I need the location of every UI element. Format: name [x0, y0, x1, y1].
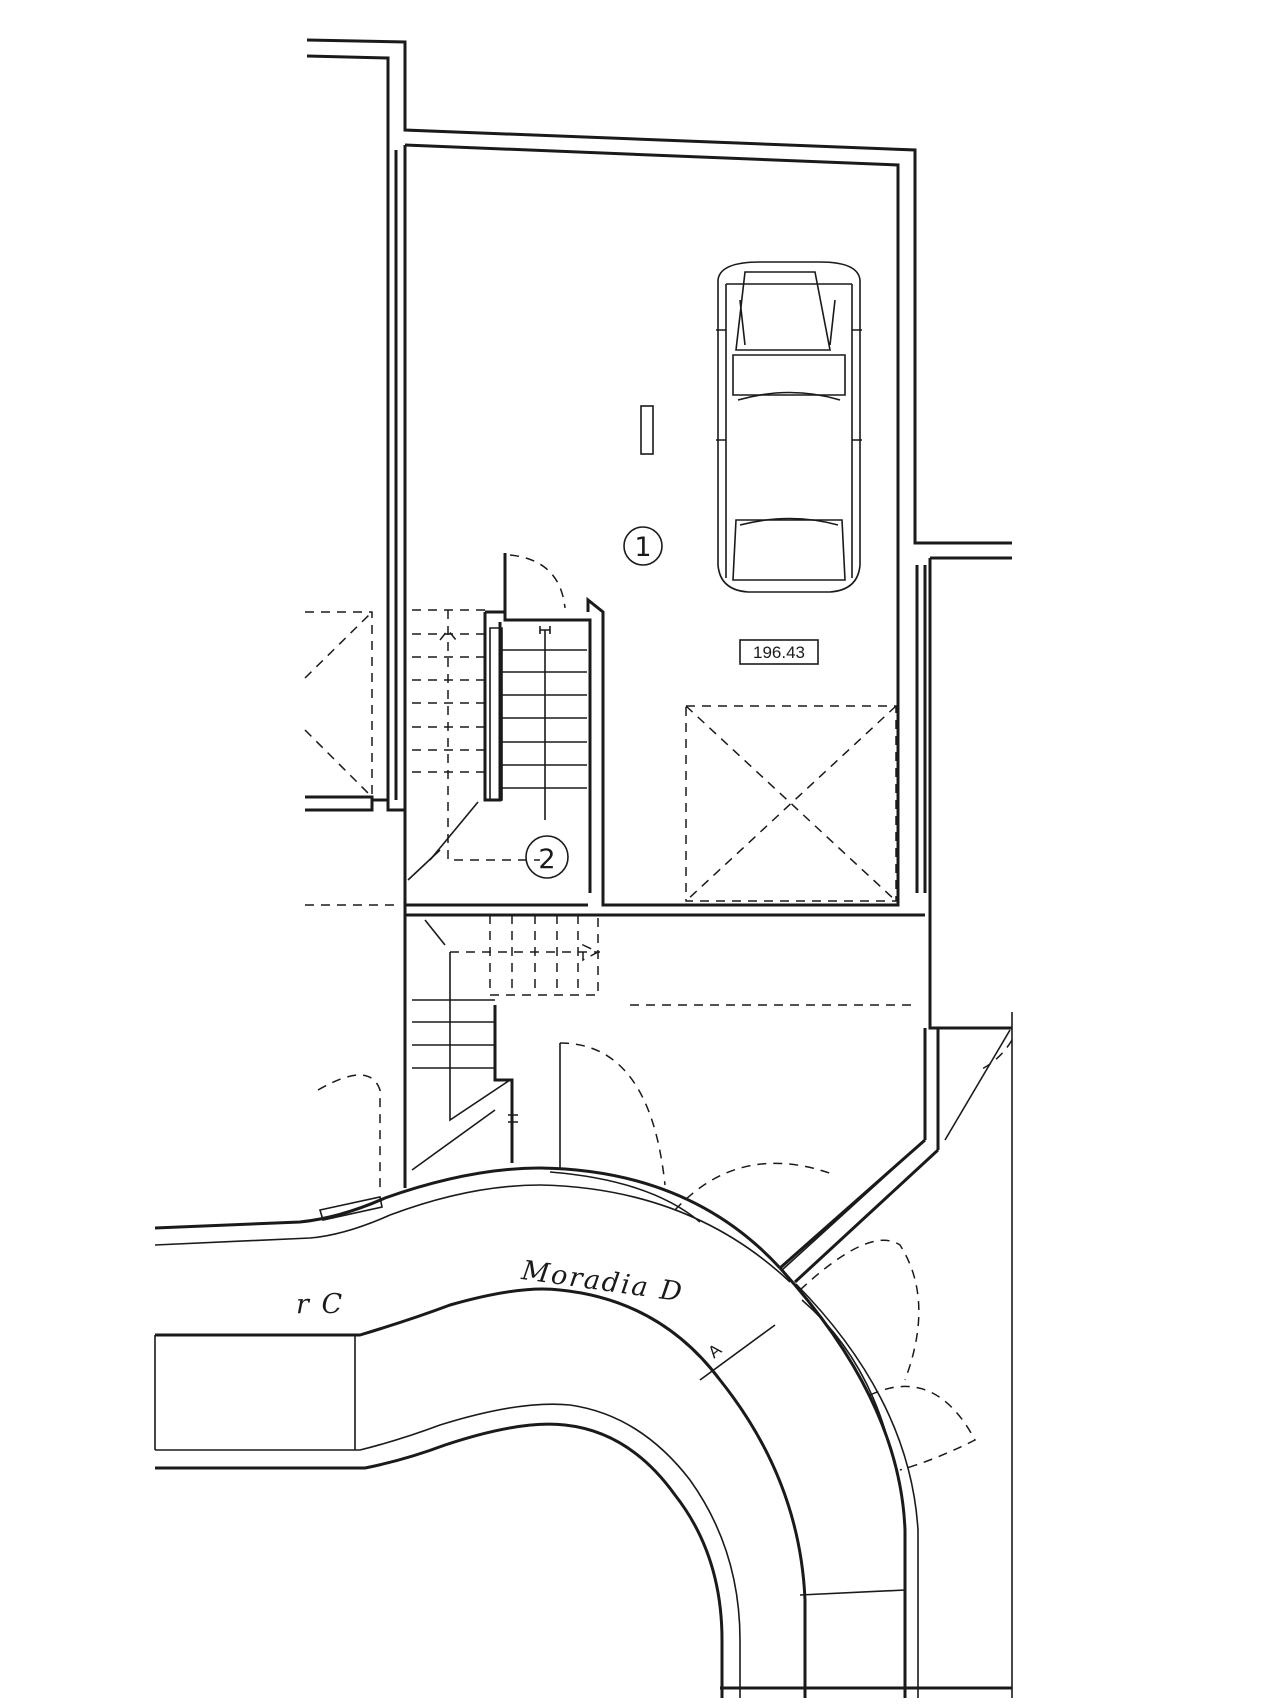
upper-stair	[407, 554, 587, 881]
room-1-number: 1	[634, 532, 651, 563]
door-swings	[318, 1029, 1013, 1471]
neighbor-dashed	[304, 611, 396, 1190]
elevation-tag: 196.43	[739, 639, 819, 665]
room-1-marker: 1	[623, 526, 663, 566]
section-marker-label: A	[704, 1340, 725, 1362]
void-above	[685, 705, 897, 902]
room-2-marker: 2	[525, 835, 569, 879]
floor-drain-icon	[640, 405, 654, 455]
outer-walls	[305, 38, 1013, 1698]
curved-street	[154, 1166, 1012, 1698]
elevation-value: 196.43	[753, 643, 805, 662]
lower-stair	[411, 915, 915, 1171]
street-label-left: r C	[296, 1289, 344, 1320]
room-2-number: 2	[538, 844, 555, 875]
street-label-right: Moradia D	[519, 1255, 686, 1309]
interior-walls	[403, 553, 940, 1284]
car-icon	[716, 261, 862, 593]
